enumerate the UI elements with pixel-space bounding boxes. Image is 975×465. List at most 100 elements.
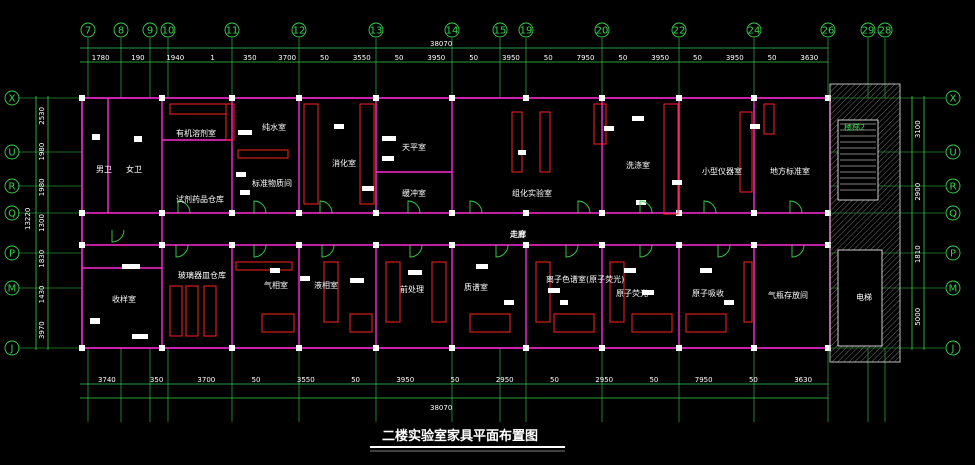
- room-partitions: [82, 98, 755, 348]
- column-block: [79, 242, 85, 248]
- top-dimension-value: 3950: [427, 54, 445, 62]
- left-dimension-value: 1300: [38, 214, 46, 232]
- row-axis-label: M: [8, 284, 17, 295]
- bench-outline: [631, 313, 673, 333]
- top-dimension-value: 50: [544, 54, 553, 62]
- door-swing: [791, 244, 805, 258]
- row-axis-label: P: [950, 249, 956, 260]
- column-axis-label: 26: [822, 26, 835, 37]
- equipment-block: [560, 300, 568, 305]
- bench-outline: [609, 261, 625, 323]
- column-block: [825, 242, 831, 248]
- bench-outline: [323, 261, 339, 323]
- left-dimension-value: 2530: [38, 107, 46, 125]
- equipment-block: [724, 300, 734, 305]
- door-swing: [717, 244, 731, 258]
- row-axis-bubble: [945, 90, 961, 106]
- top-dimension-value: 3550: [353, 54, 371, 62]
- column-block: [159, 210, 165, 216]
- column-axis-bubble: [877, 22, 893, 38]
- column-axis-bubble: [671, 22, 687, 38]
- structural-columns: [79, 95, 831, 351]
- bench-outline: [385, 261, 401, 323]
- column-axis-bubble: [594, 22, 610, 38]
- right-dimension-value: 1810: [914, 245, 922, 263]
- column-axis-bubble: [291, 22, 307, 38]
- column-axis-label: 24: [748, 26, 761, 37]
- column-axis-label: 29: [862, 26, 875, 37]
- bench-outline: [553, 313, 595, 333]
- column-axis-bubble: [368, 22, 384, 38]
- right-dimension-lines: [911, 96, 925, 350]
- equipment-block: [548, 288, 560, 293]
- column-block: [523, 210, 529, 216]
- bench-outline: [185, 285, 199, 337]
- stair-steps: [840, 123, 876, 191]
- row-axis-label: J: [10, 344, 14, 355]
- bottom-dimension-value: 3550: [297, 376, 315, 384]
- column-axis-label: 12: [293, 26, 306, 37]
- row-axis-label: Q: [8, 209, 16, 220]
- row-axis-bubble: [945, 280, 961, 296]
- left-dimension-value: 3970: [38, 321, 46, 339]
- bottom-dimension-lines: [80, 383, 828, 399]
- door-swing: [111, 229, 125, 243]
- column-block: [599, 95, 605, 101]
- column-block: [296, 210, 302, 216]
- column-block: [296, 242, 302, 248]
- row-axis-bubble: [945, 340, 961, 356]
- top-dimension-value: 50: [768, 54, 777, 62]
- top-dimension-value: 350: [243, 54, 256, 62]
- top-dimension-value: 1940: [166, 54, 184, 62]
- column-axis-label: 8: [118, 26, 124, 37]
- row-axis-label: X: [9, 94, 16, 105]
- column-axis-label: 10: [162, 26, 175, 37]
- top-dimension-value: 50: [395, 54, 404, 62]
- elevator-shaft: [837, 249, 883, 347]
- equipment-block: [636, 200, 646, 205]
- top-dimension-value: 3700: [278, 54, 296, 62]
- row-axis-bubble: [4, 340, 20, 356]
- column-block: [159, 95, 165, 101]
- column-axis-bubble: [860, 22, 876, 38]
- room-label-atomic-absorption: 原子吸收: [692, 288, 724, 298]
- bench-outline: [303, 103, 319, 205]
- right-dimension-value: 3100: [914, 120, 922, 138]
- column-block: [751, 345, 757, 351]
- row-axis-bubble: [945, 144, 961, 160]
- left-dimension-value: 1830: [38, 250, 46, 268]
- room-label-mass-spec: 质谱室: [464, 282, 488, 292]
- top-dimension-value: 3950: [651, 54, 669, 62]
- bench-outline: [743, 261, 753, 323]
- column-block: [229, 242, 235, 248]
- row-axis-bubble: [4, 280, 20, 296]
- column-block: [676, 345, 682, 351]
- column-block: [825, 210, 831, 216]
- top-dimension-value: 50: [693, 54, 702, 62]
- bottom-dimension-value: 3700: [197, 376, 215, 384]
- door-swing: [495, 244, 509, 258]
- row-axis-bubble: [945, 178, 961, 194]
- column-block: [79, 345, 85, 351]
- equipment-block: [382, 156, 394, 161]
- top-dimension-value: 3950: [726, 54, 744, 62]
- left-total-dimension: 13220: [24, 208, 32, 230]
- equipment-block: [334, 124, 344, 129]
- equipment-block: [132, 334, 148, 339]
- row-axis-label: P: [9, 249, 15, 260]
- column-axis-label: 28: [879, 26, 892, 37]
- right-dimension-value: 5000: [914, 308, 922, 326]
- column-block: [599, 242, 605, 248]
- bottom-dimension-value: 3950: [396, 376, 414, 384]
- bench-outline: [739, 111, 753, 193]
- equipment-block: [238, 130, 252, 135]
- top-total-dimension: 38070: [430, 40, 452, 48]
- top-dimension-value: 50: [618, 54, 627, 62]
- bench-outline: [535, 261, 551, 323]
- column-block: [159, 242, 165, 248]
- top-dimension-value: 7950: [577, 54, 595, 62]
- room-label-icp: 离子色谱室(原子荧光): [546, 274, 624, 284]
- bottom-dimension-value: 50: [451, 376, 460, 384]
- room-label-gas-phase: 气相室: [264, 280, 288, 290]
